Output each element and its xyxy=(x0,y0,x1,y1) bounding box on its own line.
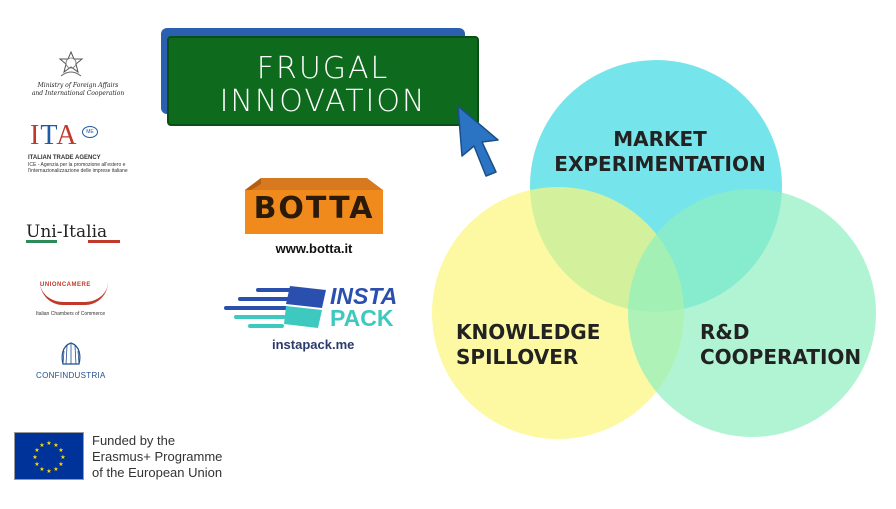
market-line-1: MARKET xyxy=(613,127,707,151)
eu-funding-text: Funded by the Erasmus+ Programme of the … xyxy=(92,433,222,481)
uni-italia-flag-bar xyxy=(26,240,120,243)
italian-emblem-icon xyxy=(58,50,84,77)
instapack-box-icon xyxy=(284,286,326,328)
instapack-speed-lines-icon xyxy=(224,288,292,328)
knowledge-line-1: KNOWLEDGE xyxy=(456,320,601,344)
ita-mark-a: A xyxy=(56,120,78,151)
ita-sub-line-2: l'internazionalizzazione delle imprese i… xyxy=(28,168,128,174)
knowledge-line-2: SPILLOVER xyxy=(456,345,579,369)
frugal-innovation-button[interactable] xyxy=(167,36,479,126)
ita-mark-t: T xyxy=(40,120,57,151)
instapack-logo-pack: PACK xyxy=(330,305,394,331)
botta-box-icon xyxy=(245,178,383,234)
ita-sub-line-1: ICE - Agenzia per la promozione all'este… xyxy=(28,162,126,168)
instapack-logo-insta: INSTA xyxy=(330,283,398,309)
frugal-label-line-1: FRUGAL xyxy=(256,51,390,86)
unioncamere-arc-icon xyxy=(40,282,108,305)
ministry-line-1: Ministry of Foreign Affairs xyxy=(37,82,119,89)
venn-label-knowledge: KNOWLEDGE SPILLOVER xyxy=(456,320,626,370)
svg-text:★: ★ xyxy=(46,440,51,447)
frugal-label-line-2: INNOVATION xyxy=(219,84,427,119)
venn-label-market: MARKET EXPERIMENTATION xyxy=(540,127,780,177)
svg-text:★: ★ xyxy=(53,466,58,473)
instapack-url[interactable]: instapack.me xyxy=(272,337,355,352)
svg-text:★: ★ xyxy=(60,454,65,461)
confindustria-logo: CONFINDUSTRIA xyxy=(36,371,106,380)
rd-line-1: R&D xyxy=(700,320,750,344)
ministry-line-2: and International Cooperation xyxy=(31,90,125,97)
svg-text:★: ★ xyxy=(53,442,58,449)
ita-subtitle: ITALIAN TRADE AGENCY ICE - Agenzia per l… xyxy=(28,154,128,174)
ita-mark-i: I xyxy=(30,120,41,151)
ministry-logo-text: Ministry of Foreign Affairs and Internat… xyxy=(28,82,128,98)
svg-text:★: ★ xyxy=(46,468,51,475)
eu-line-2: Erasmus+ Programme xyxy=(92,449,223,464)
rd-line-2: COOPERATION xyxy=(700,345,862,369)
svg-text:★: ★ xyxy=(39,466,44,473)
svg-text:★: ★ xyxy=(32,454,37,461)
ita-badge: ME xyxy=(82,126,98,138)
eu-line-3: of the European Union xyxy=(92,465,223,480)
svg-text:★: ★ xyxy=(34,447,39,454)
venn-circle-knowledge xyxy=(432,187,684,439)
frugal-innovation-label: FRUGAL INNOVATION xyxy=(167,52,479,118)
svg-text:★: ★ xyxy=(58,461,63,468)
venn-label-rd: R&D COOPERATION xyxy=(700,320,880,370)
venn-circle-rd xyxy=(628,189,876,437)
mouse-pointer-icon xyxy=(457,105,499,177)
venn-diagram xyxy=(432,60,876,439)
eu-flag-icon: ★★★ ★★★ ★★★ ★★★ xyxy=(14,432,84,480)
botta-url[interactable]: www.botta.it xyxy=(275,241,353,256)
ita-name: ITALIAN TRADE AGENCY xyxy=(28,155,101,161)
svg-text:★: ★ xyxy=(34,461,39,468)
ita-logo: ITA xyxy=(30,122,77,150)
botta-logo-text: BOTTA xyxy=(253,191,375,226)
unioncamere-logo: UNIONCAMERE xyxy=(40,282,91,288)
confindustria-shell-icon xyxy=(61,342,81,365)
svg-text:★: ★ xyxy=(58,447,63,454)
market-line-2: EXPERIMENTATION xyxy=(554,152,766,176)
uni-italia-logo: Uni-Italia xyxy=(26,222,108,242)
unioncamere-subtitle: Italian Chambers of Commerce xyxy=(36,311,106,317)
eu-line-1: Funded by the xyxy=(92,433,176,448)
svg-text:★: ★ xyxy=(39,442,44,449)
